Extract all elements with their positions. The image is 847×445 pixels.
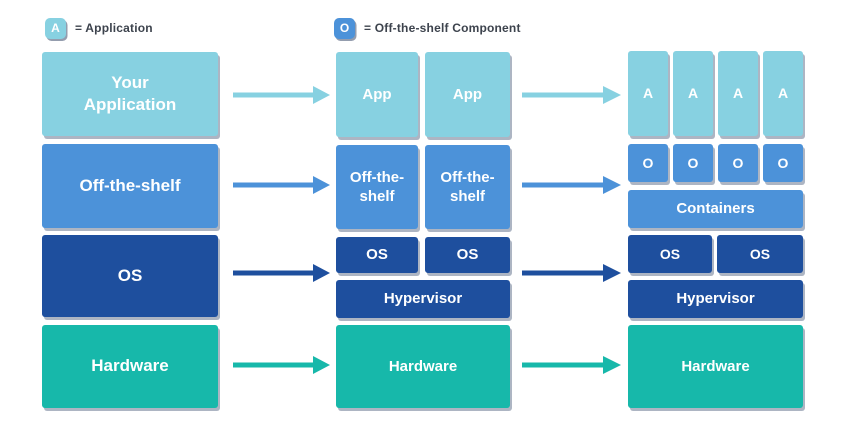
legend-label-off-the-shelf: = Off-the-shelf Component xyxy=(364,21,521,35)
box-off-the-shelf-vm2: Off-the- shelf xyxy=(425,145,510,229)
box-your-application: Your Application xyxy=(42,52,218,136)
legend-item-off-the-shelf: O = Off-the-shelf Component xyxy=(334,17,521,39)
box-os: OS xyxy=(42,235,218,317)
arrow-off-the-shelf-2 xyxy=(522,176,621,194)
arrow-application-1 xyxy=(233,86,330,104)
box-container-ots-3: O xyxy=(718,144,758,182)
box-containers: Containers xyxy=(628,190,803,228)
box-app-2: App xyxy=(425,52,510,137)
box-container-ots-4: O xyxy=(763,144,803,182)
box-os-container-2: OS xyxy=(717,235,803,273)
arrow-hardware-2 xyxy=(522,356,621,374)
off-the-shelf-chip-icon: O xyxy=(334,17,355,39)
arrow-hardware-1 xyxy=(233,356,330,374)
box-hardware-containerized: Hardware xyxy=(628,325,803,408)
box-container-ots-2: O xyxy=(673,144,713,182)
box-hypervisor-containerized: Hypervisor xyxy=(628,280,803,318)
box-os-vm1: OS xyxy=(336,237,418,273)
box-app-1: App xyxy=(336,52,418,137)
legend-label-application: = Application xyxy=(75,21,153,35)
box-hardware-virtualized: Hardware xyxy=(336,325,510,408)
box-container-app-4: A xyxy=(763,51,803,136)
box-hardware: Hardware xyxy=(42,325,218,408)
box-hypervisor-virtualized: Hypervisor xyxy=(336,280,510,318)
box-os-container-1: OS xyxy=(628,235,712,273)
arrow-application-2 xyxy=(522,86,621,104)
box-os-vm2: OS xyxy=(425,237,510,273)
application-chip-icon: A xyxy=(45,17,66,39)
arrow-os-1 xyxy=(233,264,330,282)
box-off-the-shelf: Off-the-shelf xyxy=(42,144,218,228)
legend-item-application: A = Application xyxy=(45,17,153,39)
box-container-app-1: A xyxy=(628,51,668,136)
box-container-app-2: A xyxy=(673,51,713,136)
box-container-ots-1: O xyxy=(628,144,668,182)
arrow-os-2 xyxy=(522,264,621,282)
arrow-off-the-shelf-1 xyxy=(233,176,330,194)
box-container-app-3: A xyxy=(718,51,758,136)
box-off-the-shelf-vm1: Off-the- shelf xyxy=(336,145,418,229)
